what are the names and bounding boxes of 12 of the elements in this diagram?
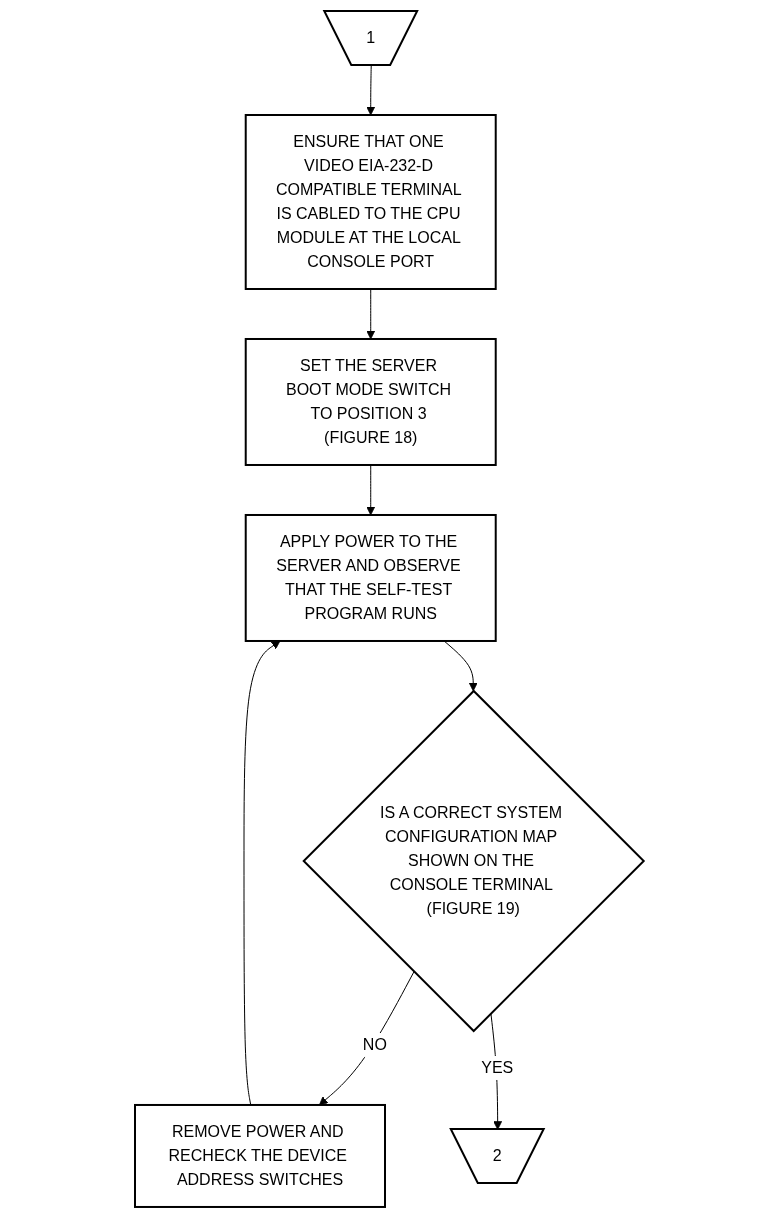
arrow (243, 640, 281, 1105)
node-box: APPLY POWER TO THE SERVER AND OBSERVE THAT THE SELF-TEST PROGRAM RUNS (244, 513, 497, 642)
arrow (365, 288, 375, 339)
arrow (443, 640, 478, 691)
node-box: REMOVE POWER AND RECHECK THE DEVICE ADDRESS SWITCHES (133, 1103, 386, 1208)
node-box: SET THE SERVER BOOT MODE SWITCH TO POSITION 3 (FIGURE 18) (244, 337, 497, 466)
arrow (365, 464, 375, 515)
arrow (365, 64, 375, 115)
node-diamond: IS A CORRECT SYSTEM CONFIGURATION MAP SHOWN ON THE CONSOLE TERMINAL (FIGURE 19) (301, 689, 645, 1032)
node-box: ENSURE THAT ONE VIDEO EIA-232-D COMPATIBLE TERMINAL IS CABLED TO THE CPU MODULE AT THE LOCAL CONSOLE PORT (244, 113, 497, 290)
edge-label: NO (362, 1035, 387, 1053)
edge-label: YES (480, 1058, 513, 1076)
